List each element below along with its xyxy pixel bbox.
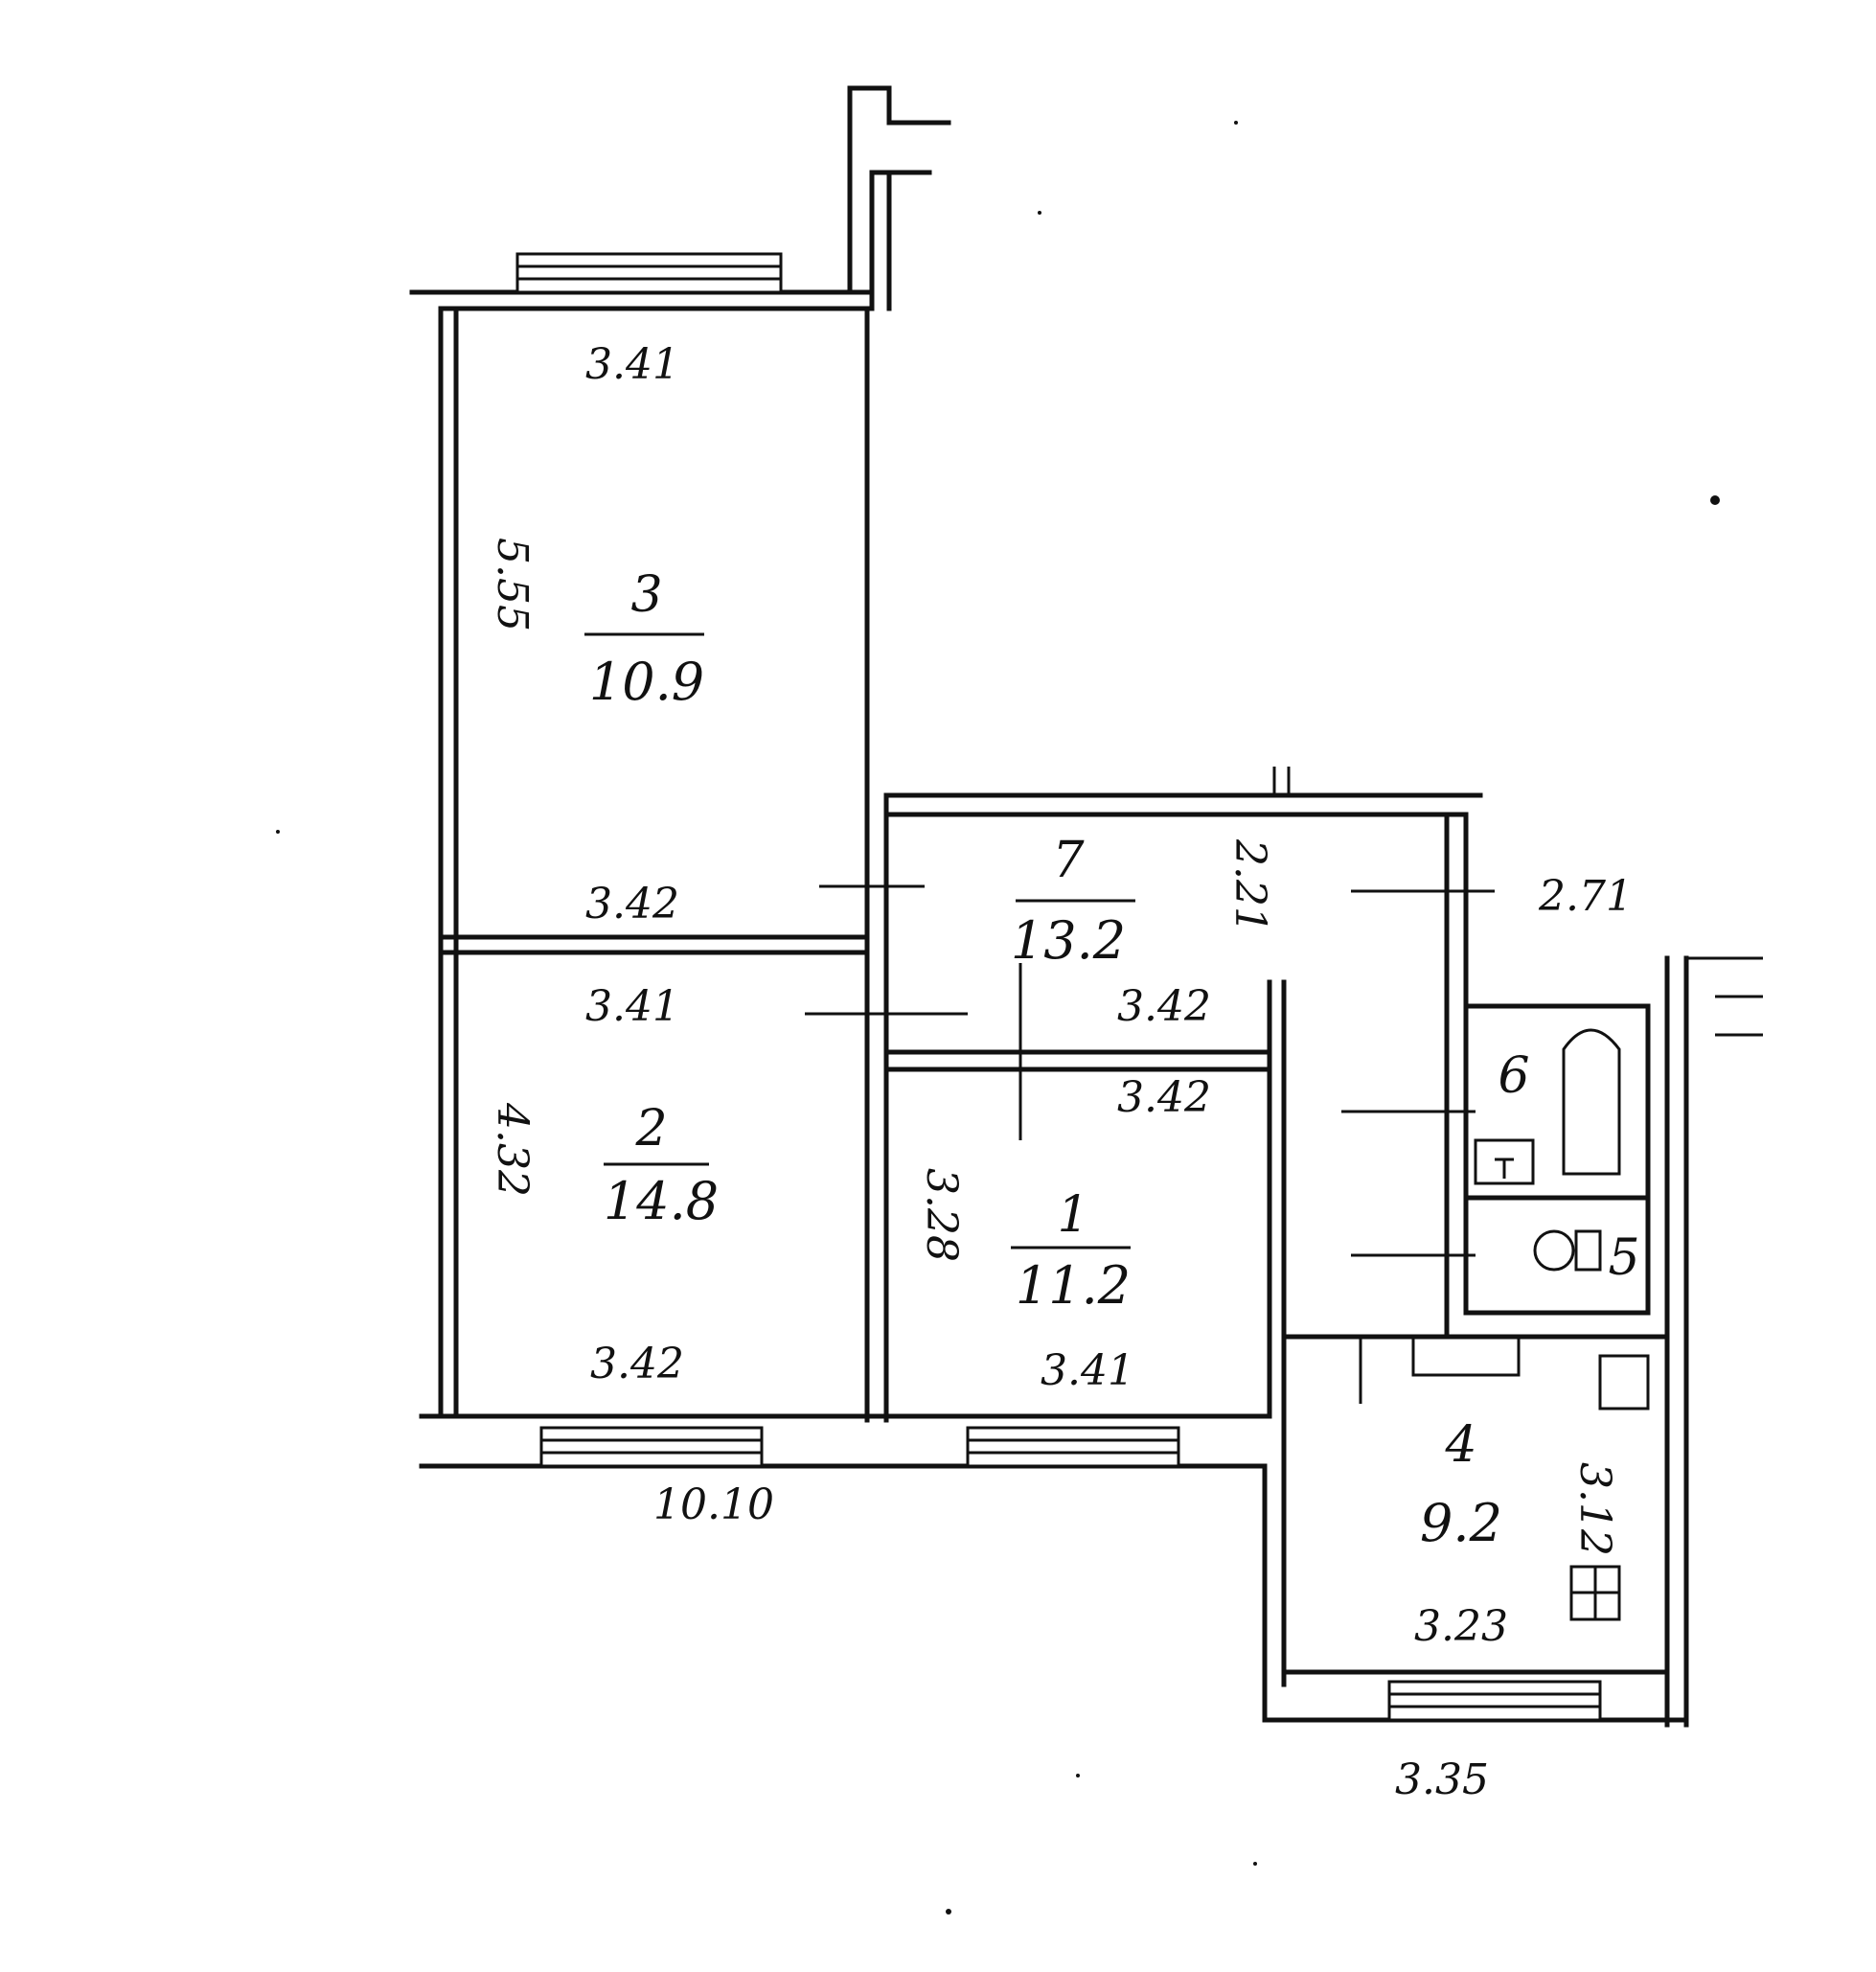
window-room2 — [539, 1426, 764, 1468]
dim-room7-right: 2.71 — [1538, 872, 1633, 921]
walls — [409, 85, 1763, 1728]
room-3-number: 3 — [630, 566, 662, 624]
dim-room3-side: 5.55 — [488, 538, 537, 631]
window-room4 — [1387, 1680, 1602, 1722]
room-2-number: 2 — [634, 1100, 667, 1158]
room-7-number: 7 — [1052, 832, 1085, 889]
room-6-number: 6 — [1498, 1047, 1529, 1105]
toilet-icon — [1533, 1229, 1575, 1272]
dimension-labels: 3.41 5.55 3.42 3.41 4.32 3.42 3.42 2.21 … — [488, 340, 1633, 1804]
dim-room7-side: 2.21 — [1225, 838, 1274, 933]
window-room1 — [966, 1426, 1180, 1468]
scan-specks — [276, 121, 1720, 1915]
dim-room3-bottom: 3.42 — [585, 880, 679, 929]
dim-room2-side: 4.32 — [488, 1102, 537, 1197]
sink-icon — [1474, 1138, 1535, 1185]
dim-room1-bottom: 3.41 — [1041, 1346, 1134, 1395]
kitchen-duct-icon — [1598, 1354, 1650, 1410]
dim-room4-side: 3.12 — [1570, 1462, 1619, 1556]
dim-outer-bottom: 3.35 — [1395, 1755, 1489, 1804]
dim-room7-bottom: 3.42 — [1117, 982, 1211, 1031]
room-1-area: 11.2 — [1016, 1255, 1131, 1316]
window-room3 — [515, 252, 783, 294]
room-4-area: 9.2 — [1420, 1493, 1502, 1553]
room-7-area: 13.2 — [1011, 910, 1126, 971]
bathtub-icon — [1562, 1028, 1621, 1176]
room-2-area: 14.8 — [604, 1171, 719, 1231]
ventilation-shaft-icon — [1411, 1335, 1521, 1377]
dim-room2-top: 3.41 — [585, 982, 679, 1031]
room-labels: 3 10.9 2 14.8 7 13.2 1 11.2 6 5 4 9.2 — [584, 566, 1640, 1553]
dim-overall-left: 10.10 — [653, 1480, 774, 1529]
door-marks — [805, 767, 1495, 1404]
dim-room1-side: 3.28 — [917, 1168, 966, 1262]
room-5-number: 5 — [1608, 1229, 1639, 1287]
dim-room3-top: 3.41 — [585, 340, 679, 389]
room-3-area: 10.9 — [589, 652, 704, 712]
windows — [515, 252, 1602, 1722]
room-4-number: 4 — [1444, 1416, 1476, 1474]
dim-room1-top: 3.42 — [1117, 1073, 1211, 1122]
dim-room2-bottom: 3.42 — [590, 1340, 684, 1388]
dim-room4-bottom: 3.23 — [1414, 1602, 1508, 1651]
room-1-number: 1 — [1057, 1186, 1088, 1244]
fixtures — [1411, 1028, 1650, 1621]
